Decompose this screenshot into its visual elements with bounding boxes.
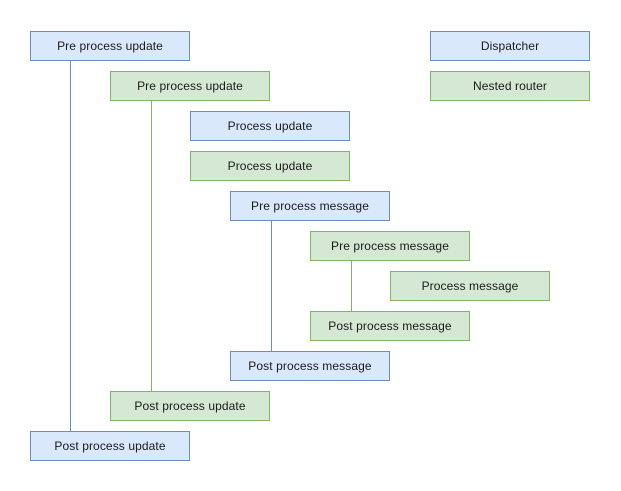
node-process-update-router[interactable]: Process update (190, 151, 350, 181)
edge-pre-to-post-process-update-dispatcher (70, 61, 71, 431)
edge-pre-to-post-process-message-router (351, 261, 352, 311)
node-post-process-message-router[interactable]: Post process message (310, 311, 470, 341)
edge-pre-to-post-process-update-router (151, 101, 152, 391)
node-pre-process-update-router[interactable]: Pre process update (110, 71, 270, 101)
legend-dispatcher[interactable]: Dispatcher (430, 31, 590, 61)
legend-nested-router[interactable]: Nested router (430, 71, 590, 101)
node-process-update-dispatcher[interactable]: Process update (190, 111, 350, 141)
node-process-message-router[interactable]: Process message (390, 271, 550, 301)
node-post-process-update-router[interactable]: Post process update (110, 391, 270, 421)
node-post-process-message-dispatcher[interactable]: Post process message (230, 351, 390, 381)
node-pre-process-message-router[interactable]: Pre process message (310, 231, 470, 261)
node-pre-process-update-dispatcher[interactable]: Pre process update (30, 31, 190, 61)
node-post-process-update-dispatcher[interactable]: Post process update (30, 431, 190, 461)
edge-pre-to-post-process-message-dispatcher (271, 221, 272, 351)
node-pre-process-message-dispatcher[interactable]: Pre process message (230, 191, 390, 221)
